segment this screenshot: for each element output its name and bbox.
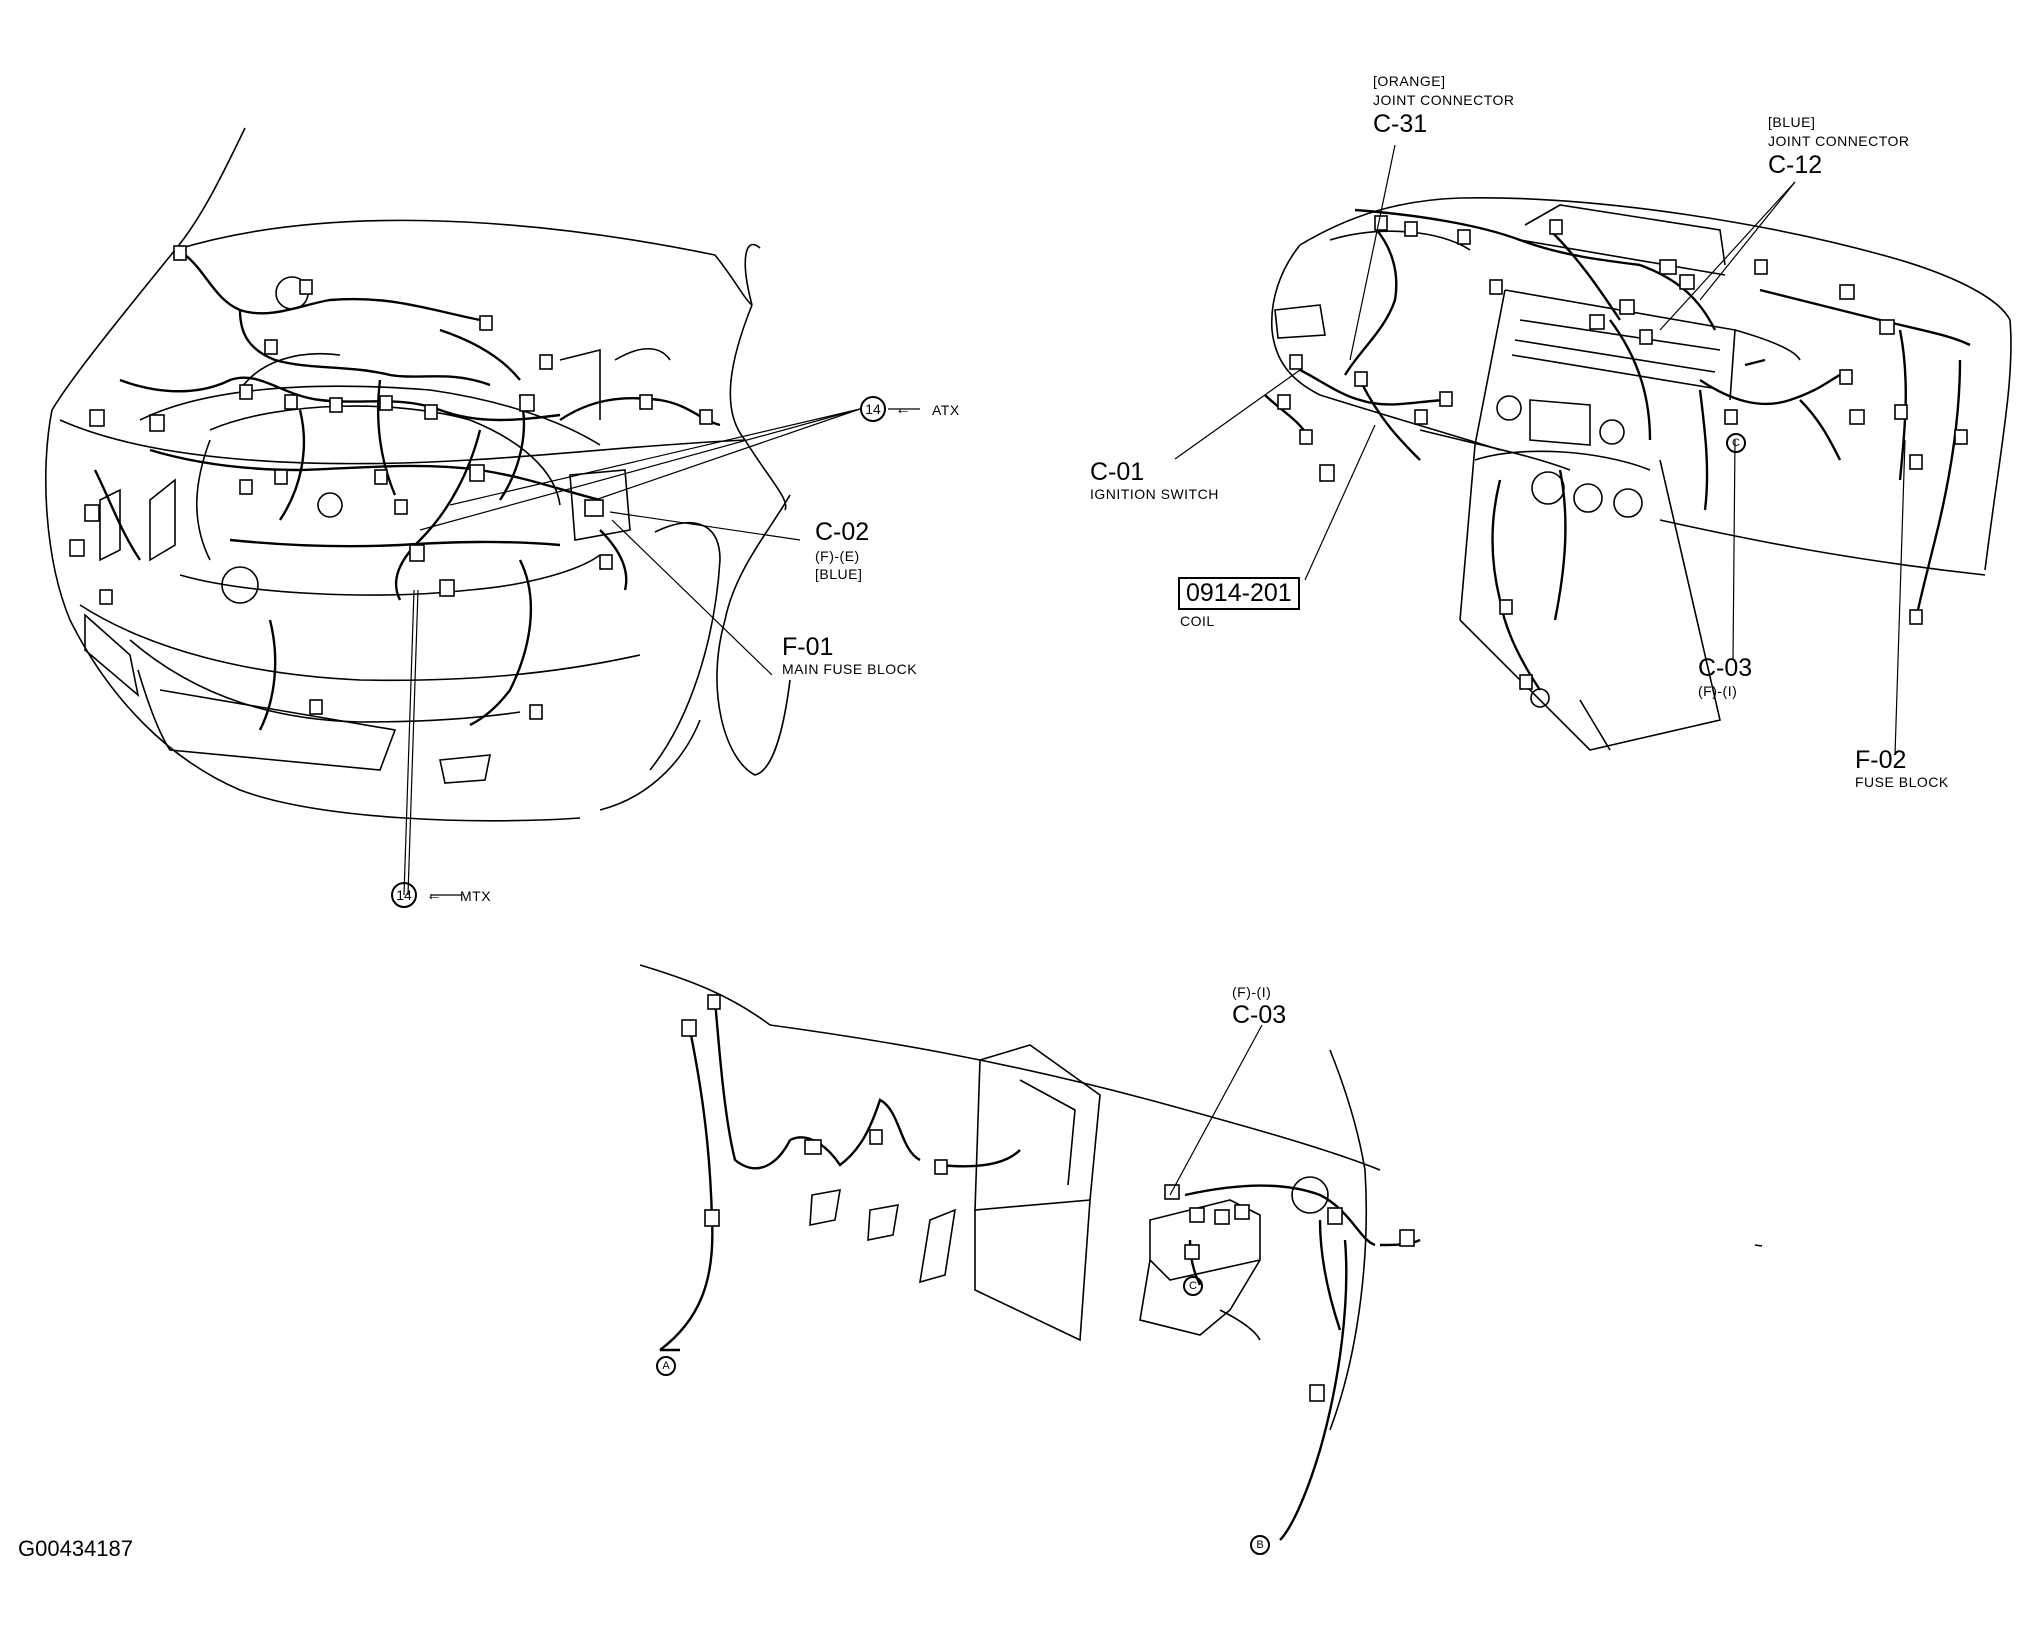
marker-b: B: [1250, 1535, 1270, 1555]
c31-id: C-31: [1373, 110, 1428, 138]
f02-id: F-02: [1855, 746, 1907, 774]
f02-name: FUSE BLOCK: [1855, 774, 1949, 790]
coil-name: COIL: [1180, 613, 1215, 629]
dashboard-illustration: [1174, 144, 2012, 756]
marker-a: A: [656, 1356, 676, 1376]
c02-sub: (F)-(E): [815, 548, 860, 564]
ref-arrow-atx: ←: [895, 401, 912, 418]
lower-c03-id: C-03: [1232, 1001, 1287, 1029]
figure-id: G00434187: [18, 1536, 133, 1561]
under-dash-illustration: [639, 964, 1763, 1541]
ref-label-mtx: MTX: [460, 888, 492, 904]
f01-id: F-01: [782, 633, 834, 661]
ref-circle-mtx: 14: [391, 882, 417, 908]
ref-circle-atx: 14: [860, 396, 886, 422]
c12-type: JOINT CONNECTOR: [1768, 133, 1910, 149]
dash-marker-c: C: [1726, 433, 1746, 453]
dash-c03-id: C-03: [1698, 654, 1753, 682]
c31-type: JOINT CONNECTOR: [1373, 92, 1515, 108]
coil-code-box: 0914-201: [1178, 577, 1300, 610]
c12-id: C-12: [1768, 151, 1823, 179]
f01-name: MAIN FUSE BLOCK: [782, 661, 918, 677]
c12-color: [BLUE]: [1768, 114, 1816, 130]
ref-label-atx: ATX: [932, 402, 960, 418]
dash-c03-sub: (F)-(I): [1698, 683, 1738, 699]
lower-c03-sub: (F)-(I): [1232, 984, 1272, 1000]
c02-id: C-02: [815, 518, 870, 546]
c02-color: [BLUE]: [815, 566, 863, 582]
lower-marker-c: C: [1183, 1276, 1203, 1296]
c01-id: C-01: [1090, 458, 1145, 486]
ref-arrow-mtx: ←: [426, 887, 443, 904]
engine-bay-illustration: [44, 127, 920, 896]
c31-color: [ORANGE]: [1373, 73, 1446, 89]
c01-name: IGNITION SWITCH: [1090, 486, 1219, 502]
